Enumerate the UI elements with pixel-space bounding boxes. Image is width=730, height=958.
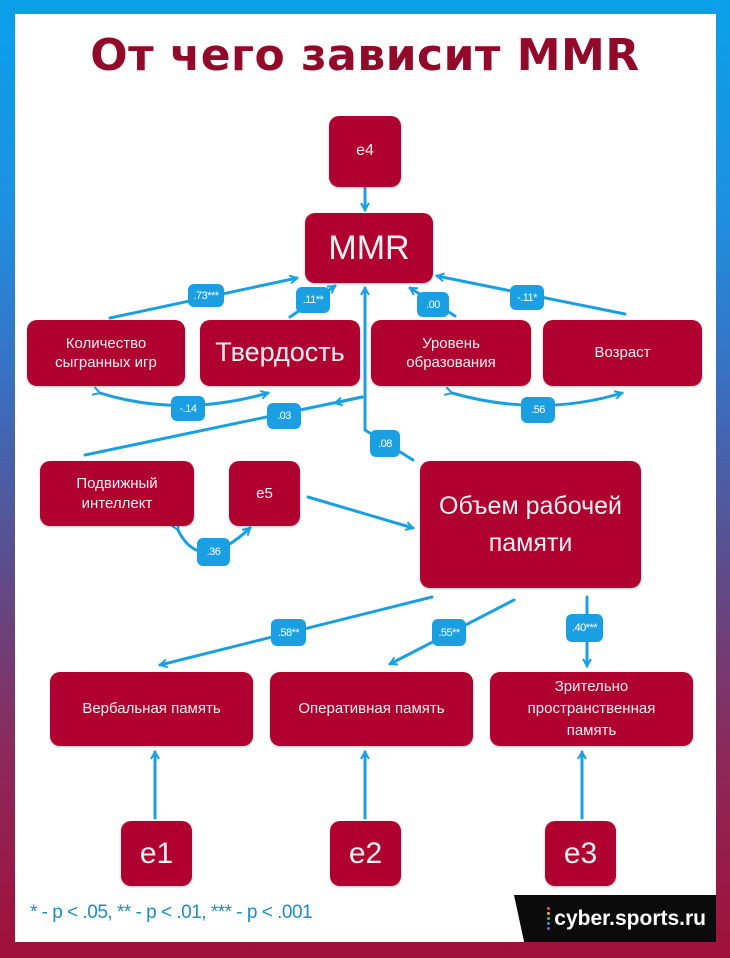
node-fluid-intelligence: Подвижный интеллект — [40, 461, 194, 526]
coef-education-age: .56 — [521, 397, 555, 423]
coef-age-mmr: -.11* — [510, 285, 544, 310]
page-title: От чего зависит MMR — [90, 30, 640, 81]
coef-wm-verbal: .58** — [271, 619, 306, 646]
brand-logo[interactable]: cyber.sports.ru — [514, 895, 716, 942]
node-mmr: MMR — [305, 213, 433, 283]
coef-wm-operative: .55** — [432, 619, 466, 646]
node-games-played: Количество сыгранных игр — [27, 320, 185, 386]
node-education: Уровень образования — [371, 320, 531, 386]
coef-wm-visuospatial: .40*** — [566, 614, 603, 642]
coef-hardness-mmr: .11** — [296, 287, 330, 313]
node-e3: e3 — [545, 821, 616, 886]
coef-education-mmr: .00 — [417, 292, 449, 317]
coef-fluid-e5: .36 — [197, 538, 230, 566]
arrow-e5-wm — [306, 495, 413, 528]
arrow-fluid-mmr — [83, 395, 364, 457]
coef-games-mmr: .73*** — [188, 284, 224, 307]
brand-name: cyber.sports.ru — [554, 906, 706, 930]
node-e4: e4 — [329, 116, 401, 187]
coef-fluid-mmr: .03 — [267, 403, 301, 429]
coef-wm-mmr: .08 — [370, 430, 400, 457]
node-e2: e2 — [330, 821, 401, 886]
node-operative-memory: Оперативная память — [270, 672, 473, 746]
node-e1: e1 — [121, 821, 192, 886]
significance-legend: * - p < .05, ** - p < .01, *** - p < .00… — [30, 902, 313, 923]
node-e5: e5 — [229, 461, 300, 526]
node-hardness: Твердость — [200, 320, 360, 386]
node-age: Возраст — [543, 320, 702, 386]
node-visuospatial-memory: Зрительно пространственная память — [490, 672, 693, 746]
coef-games-hardness: -.14 — [171, 396, 205, 421]
node-working-memory: Объем рабочей памяти — [420, 461, 641, 588]
brand-dots-icon — [547, 907, 551, 930]
node-verbal-memory: Вербальная память — [50, 672, 253, 746]
